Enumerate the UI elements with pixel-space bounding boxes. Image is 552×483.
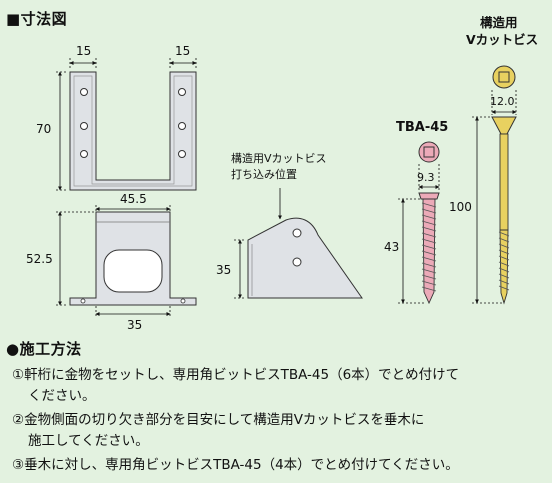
screw-thread (421, 286, 437, 292)
hole-icon (292, 257, 302, 267)
bottom-view-bracket (69, 211, 197, 306)
hole-icon (178, 122, 186, 130)
screw-thread (421, 214, 437, 220)
instructions-heading: ●施工方法 (6, 340, 82, 358)
screw-thread (421, 250, 437, 256)
step2-line2: 施工してください。 (28, 433, 149, 449)
step1-line1: ①軒桁に金物をセットし、専用角ビットビスTBA-45（6本）でとめ付けて (12, 367, 460, 383)
dim-front-left-width: 15 (76, 44, 92, 58)
screw-thread (421, 208, 437, 214)
step2-line1: ②金物側面の切り欠き部分を目安にして構造用Vカットビスを垂木に (12, 412, 425, 428)
tba45-screw (418, 141, 440, 305)
dim-tba-length: 43 (384, 240, 400, 254)
dim-bottom-height: 52.5 (26, 252, 53, 266)
screw-thread (498, 231, 510, 237)
dimensions-heading: ■寸法図 (6, 10, 68, 28)
dim-vcut-length: 100 (449, 200, 472, 214)
square-drive-icon (498, 71, 510, 83)
dim-front-height: 70 (36, 122, 52, 136)
screw-thread (498, 279, 510, 285)
vcut-screw (491, 65, 517, 305)
screw-thread (421, 268, 437, 274)
vcut-title-line2: Vカットビス (466, 32, 539, 47)
screw-thread (498, 261, 510, 267)
hole-icon (178, 88, 186, 96)
square-drive-icon (423, 146, 435, 158)
screw-thread (498, 267, 510, 273)
screw-thread (498, 285, 510, 291)
hole-icon (178, 150, 186, 158)
screw-thread (498, 255, 510, 261)
screw-thread (421, 220, 437, 226)
screw-thread (421, 226, 437, 232)
hole-icon (292, 228, 302, 238)
screw-thread (498, 237, 510, 243)
vcut-position-label-line1: 構造用Vカットビス (231, 152, 327, 165)
step3: ③垂木に対し、専用角ビットビスTBA-45（4本）でとめ付けてください。 (12, 457, 459, 473)
tba45-title: TBA-45 (396, 120, 449, 135)
dim-front-right-width: 15 (175, 44, 191, 58)
screw-thread (498, 273, 510, 279)
hole-icon (80, 122, 88, 130)
screw-thread (421, 238, 437, 244)
hole-icon (80, 150, 88, 158)
side-view-bracket (247, 217, 363, 299)
hole-icon (80, 88, 88, 96)
dim-bottom-width: 45.5 (120, 192, 147, 206)
vcut-title-line1: 構造用 (480, 15, 518, 30)
screw-thread (498, 249, 510, 255)
screw-thread (421, 256, 437, 262)
screw-thread (421, 244, 437, 250)
screw-thread (421, 280, 437, 286)
step1-line2: ください。 (28, 388, 96, 404)
screw-thread (421, 232, 437, 238)
front-view-bracket (69, 71, 197, 191)
vcut-position-label-line2: 打ち込み位置 (231, 168, 297, 181)
dim-side-height: 35 (216, 263, 232, 277)
screw-thread (421, 202, 437, 208)
screw-thread (421, 274, 437, 280)
dim-bottom-base: 35 (127, 318, 143, 332)
dim-tba-head: 9.3 (417, 171, 435, 184)
screw-thread (421, 262, 437, 268)
screw-thread (498, 243, 510, 249)
dim-vcut-head: 12.0 (490, 95, 515, 108)
dimension-drawings (56, 58, 517, 318)
cutout-slot (103, 249, 163, 293)
